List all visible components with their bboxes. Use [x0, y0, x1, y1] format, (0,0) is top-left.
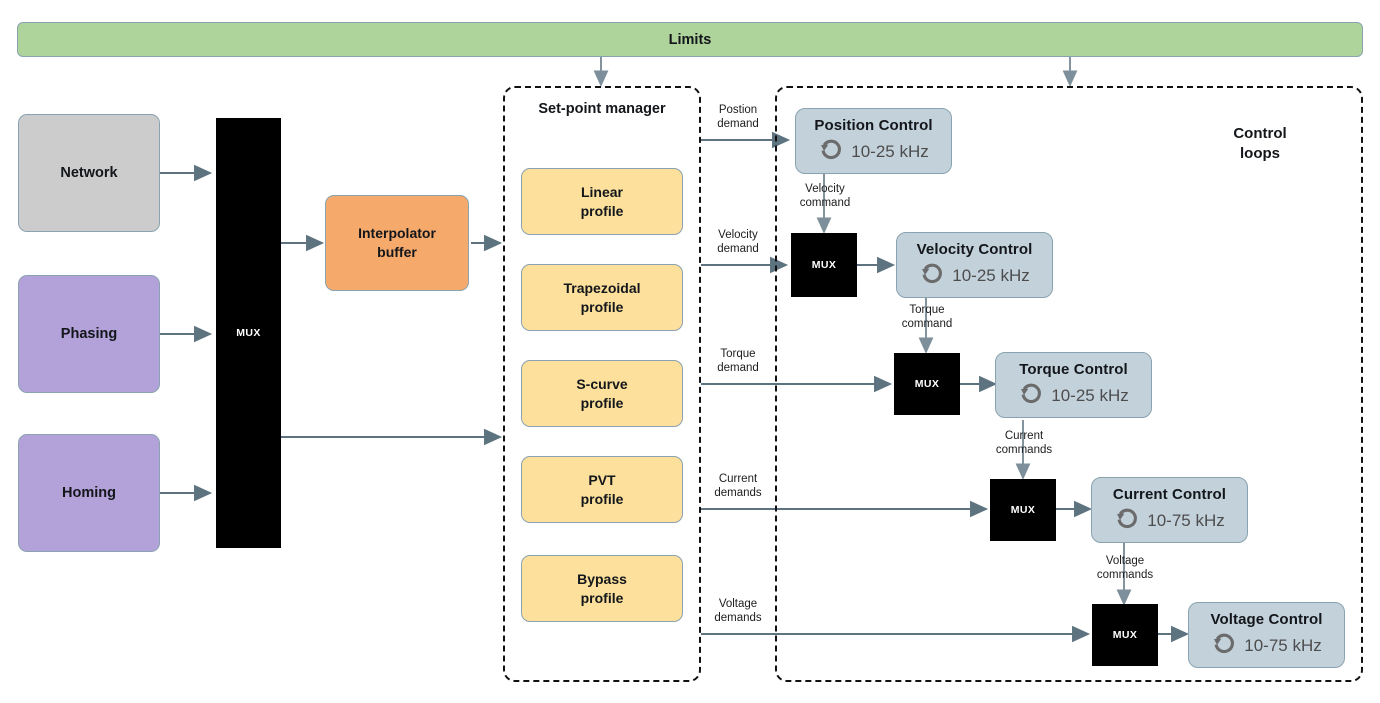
demand-label-voltage: Voltage demands [700, 597, 776, 625]
demand-label-velocity-line2: demand [717, 243, 759, 256]
control-loop-velocity: Velocity Control 10-25 kHz [896, 232, 1053, 298]
mux-voltage: MUX [1092, 604, 1158, 666]
demand-label-velocity-line1: Velocity [718, 229, 758, 241]
demand-label-position: Postion demand [702, 103, 774, 131]
loop-arrow-icon [818, 136, 844, 167]
demand-label-position-line2: demand [717, 118, 759, 131]
demand-label-position-line1: Postion [718, 104, 758, 116]
profile-trapezoidal-line2: profile [580, 298, 624, 315]
profile-s-curve: S-curve profile [521, 360, 683, 427]
command-label-velocity-line1: Velocity [805, 183, 845, 195]
set-point-manager-group [503, 86, 701, 682]
mux-torque: MUX [894, 353, 960, 415]
profile-s-curve-line1: S-curve [576, 376, 628, 393]
limits-label: Limits [668, 31, 712, 48]
control-loop-position-rate: 10-25 kHz [851, 141, 929, 161]
command-label-velocity-line2: command [799, 197, 851, 210]
control-loop-torque-rate: 10-25 kHz [1051, 385, 1129, 405]
command-label-torque: Torque command [889, 303, 965, 331]
command-label-torque-line1: Torque [909, 304, 945, 316]
demand-label-voltage-line1: Voltage [718, 598, 758, 610]
mux-voltage-label: MUX [1112, 629, 1138, 641]
loop-arrow-icon [1018, 380, 1044, 411]
profile-linear-line2: profile [580, 202, 624, 219]
control-loop-current-rate-row: 10-75 kHz [1114, 505, 1225, 536]
source-homing-label: Homing [62, 485, 116, 501]
interpolator-buffer: Interpolator buffer [325, 195, 469, 291]
command-label-current: Current commands [985, 429, 1063, 457]
control-loop-torque-title: Torque Control [1019, 361, 1128, 378]
profile-pvt: PVT profile [521, 456, 683, 523]
profile-bypass-line1: Bypass [577, 571, 627, 588]
control-loop-velocity-rate: 10-25 kHz [952, 265, 1030, 285]
demand-label-torque-line2: demand [717, 362, 759, 375]
mux-velocity: MUX [791, 233, 857, 297]
demand-label-current-line2: demands [714, 487, 762, 500]
input-mux-label: MUX [236, 327, 261, 339]
control-loop-position-rate-row: 10-25 kHz [818, 136, 929, 167]
command-label-velocity: Velocity command [787, 182, 863, 210]
mux-velocity-label: MUX [811, 259, 837, 271]
loop-arrow-icon [1211, 630, 1237, 661]
source-homing: Homing [18, 434, 160, 552]
control-loop-torque-rate-row: 10-25 kHz [1018, 380, 1129, 411]
command-label-current-line1: Current [1004, 430, 1044, 442]
interpolator-label-line2: buffer [377, 244, 417, 260]
profile-bypass-line2: profile [580, 589, 624, 606]
demand-label-torque: Torque demand [702, 347, 774, 375]
control-loop-current-rate: 10-75 kHz [1147, 510, 1225, 530]
control-loop-velocity-title: Velocity Control [916, 241, 1033, 258]
control-loops-title-line2: loops [1240, 144, 1280, 162]
control-loop-voltage: Voltage Control 10-75 kHz [1188, 602, 1345, 668]
control-loop-current: Current Control 10-75 kHz [1091, 477, 1248, 543]
profile-trapezoidal: Trapezoidal profile [521, 264, 683, 331]
profile-pvt-line1: PVT [588, 472, 616, 489]
profile-trapezoidal-line1: Trapezoidal [563, 280, 641, 297]
limits-bar: Limits [17, 22, 1363, 57]
control-loop-torque: Torque Control 10-25 kHz [995, 352, 1152, 418]
mux-current: MUX [990, 479, 1056, 541]
mux-current-label: MUX [1010, 504, 1036, 516]
source-phasing: Phasing [18, 275, 160, 393]
loop-arrow-icon [919, 260, 945, 291]
interpolator-label-line1: Interpolator [358, 225, 436, 242]
command-label-torque-line2: command [901, 318, 953, 331]
profile-bypass: Bypass profile [521, 555, 683, 622]
input-mux: MUX [216, 118, 281, 548]
source-network-label: Network [60, 165, 118, 181]
control-loop-voltage-title: Voltage Control [1210, 611, 1323, 628]
set-point-manager-title: Set-point manager [538, 101, 666, 117]
demand-label-torque-line1: Torque [720, 348, 756, 360]
control-loops-title-line1: Control [1233, 125, 1287, 142]
control-loops-group [775, 86, 1363, 682]
command-label-voltage: Voltage commands [1086, 554, 1164, 582]
command-label-current-line2: commands [995, 444, 1053, 457]
profile-s-curve-line2: profile [580, 394, 624, 411]
source-network: Network [18, 114, 160, 232]
demand-label-current-line1: Current [718, 473, 758, 485]
mux-torque-label: MUX [914, 378, 940, 390]
control-loop-position: Position Control 10-25 kHz [795, 108, 952, 174]
demand-label-voltage-line2: demands [714, 612, 762, 625]
control-loop-position-title: Position Control [814, 117, 933, 134]
command-label-voltage-line1: Voltage [1105, 555, 1145, 567]
profile-linear-line1: Linear [580, 184, 623, 201]
source-phasing-label: Phasing [60, 326, 118, 342]
command-label-voltage-line2: commands [1096, 569, 1154, 582]
profile-pvt-line2: profile [580, 490, 624, 507]
control-loop-current-title: Current Control [1112, 486, 1227, 503]
demand-label-current: Current demands [700, 472, 776, 500]
demand-label-velocity: Velocity demand [702, 228, 774, 256]
control-loop-voltage-rate-row: 10-75 kHz [1211, 630, 1322, 661]
control-loops-title: Control loops [1175, 124, 1345, 163]
profile-linear: Linear profile [521, 168, 683, 235]
control-loop-voltage-rate: 10-75 kHz [1244, 635, 1322, 655]
control-loop-velocity-rate-row: 10-25 kHz [919, 260, 1030, 291]
loop-arrow-icon [1114, 505, 1140, 536]
